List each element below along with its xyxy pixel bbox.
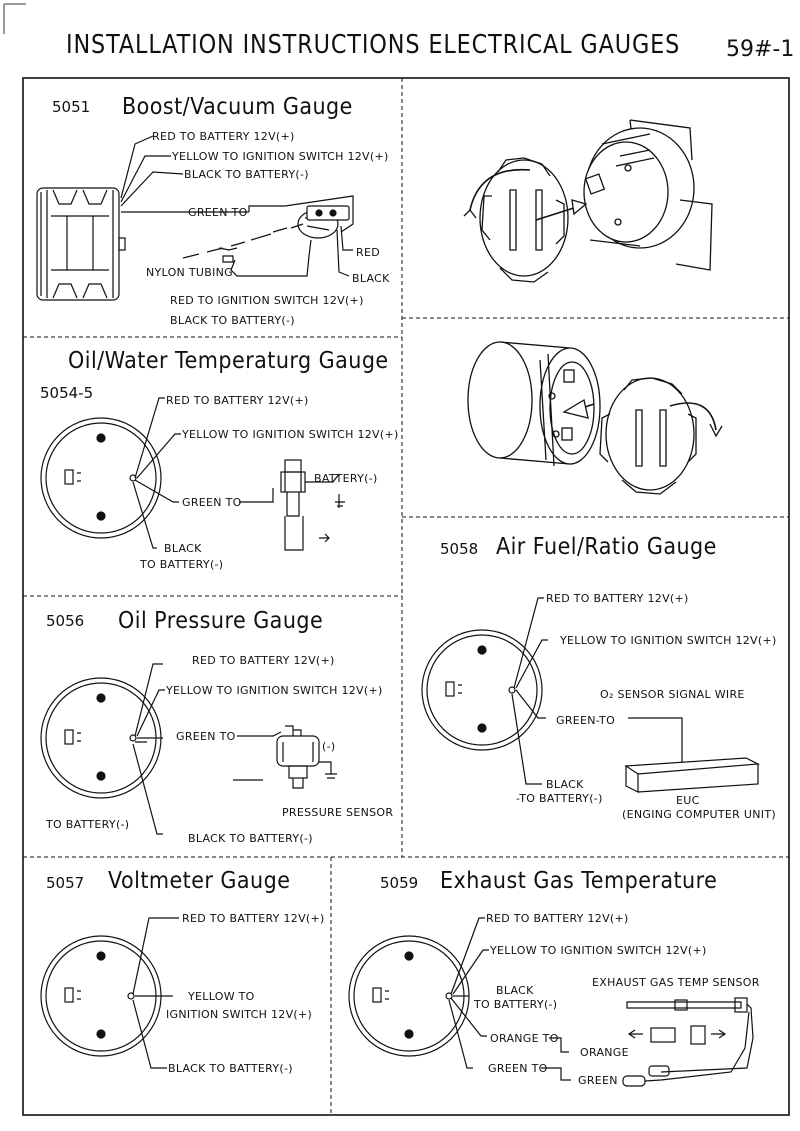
label-orange: ORANGE [580,1046,629,1059]
air-fuel-wiring-diagram [421,597,761,793]
page-number: 59#-1 [726,37,795,62]
label-black: BLACK [352,272,390,285]
label-yellow-ignition: YELLOW TO IGNITION SWITCH 12V(+) [182,428,399,441]
label-black: BLACK [546,778,584,791]
model-number: 5058 [440,540,479,558]
label-nylon-tubing: NYLON TUBING [146,266,233,279]
label-red-battery: RED TO BATTERY 12V(+) [152,130,295,143]
label-black: BLACK [164,542,202,555]
oil-pressure-wiring-diagram [40,663,337,835]
model-number: 5059 [380,874,419,892]
gauge-title: Air Fuel/Ratio Gauge [496,534,717,560]
label-to-battery: TO BATTERY(-) [46,818,130,831]
model-number: 5054-5 [40,384,94,402]
label-yellow-ignition: YELLOW TO IGNITION SWITCH 12V(+) [560,634,777,647]
label-minus: (-) [322,740,336,753]
label-to-battery: TO BATTERY(-) [474,998,558,1011]
label-red-battery: RED TO BATTERY 12V(+) [486,912,629,925]
boost-wiring-diagram [36,135,354,301]
label-black-battery: BLACK TO BATTERY(-) [188,832,313,845]
label-orange-to: ORANGE TO [490,1032,559,1045]
mounting-bracket-illustration-2 [467,341,723,495]
label-euc: EUC [676,794,700,807]
label-red-battery: RED TO BATTERY 12V(+) [182,912,325,925]
label-green-to: GREEN-TO [556,714,616,727]
label-black-battery: BLACK TO BATTERY(-) [184,168,309,181]
mounting-bracket-illustration-1 [463,119,713,283]
gauge-title: Oil Pressure Gauge [118,608,324,634]
voltmeter-wiring-diagram [40,917,179,1069]
gauge-title: Voltmeter Gauge [108,868,291,894]
label-red-ignition: RED TO IGNITION SWITCH 12V(+) [170,294,364,307]
model-number: 5056 [46,612,85,630]
label-red: RED [356,246,380,259]
label-green-to: GREEN TO [182,496,242,509]
label-yellow-ignition: YELLOW TO IGNITION SWITCH 12V(+) [490,944,707,957]
label-black: BLACK [496,984,534,997]
label-to-battery: TO BATTERY(-) [140,558,224,571]
label-ignition: IGNITION SWITCH 12V(+) [166,1008,313,1021]
label-red-battery: RED TO BATTERY 12V(+) [546,592,689,605]
gauge-title: Exhaust Gas Temperature [440,868,718,894]
label-green-to: GREEN TO [188,206,248,219]
gauge-title: Boost/Vacuum Gauge [122,94,353,120]
temp-wiring-diagram [40,397,345,551]
label-green: GREEN [578,1074,618,1087]
gauge-title: Oil/Water Temperaturg Gauge [68,348,389,374]
label-to-battery: -TO BATTERY(-) [516,792,603,805]
model-number: 5057 [46,874,85,892]
egt-wiring-diagram [348,917,754,1087]
label-egt-sensor: EXHAUST GAS TEMP SENSOR [592,976,760,989]
model-number: 5051 [52,98,91,116]
label-yellow-ignition: YELLOW TO IGNITION SWITCH 12V(+) [166,684,383,697]
label-red-battery: RED TO BATTERY 12V(+) [166,394,309,407]
page-title: INSTALLATION INSTRUCTIONS ELECTRICAL GAU… [66,30,681,60]
label-pressure-sensor: PRESSURE SENSOR [282,806,394,819]
label-euc-full: (ENGING COMPUTER UNIT) [622,808,776,821]
label-battery-minus: BATTERY(-) [314,472,378,485]
label-green-to: GREEN TO [176,730,236,743]
label-black-battery: BLACK TO BATTERY(-) [168,1062,293,1075]
label-yellow: YELLOW TO [188,990,255,1003]
label-yellow-ignition: YELLOW TO IGNITION SWITCH 12V(+) [172,150,389,163]
label-green-to: GREEN TO [488,1062,548,1075]
label-red-battery: RED TO BATTERY 12V(+) [192,654,335,667]
label-black-battery-2: BLACK TO BATTERY(-) [170,314,295,327]
label-o2-sensor: O₂ SENSOR SIGNAL WIRE [600,688,745,701]
